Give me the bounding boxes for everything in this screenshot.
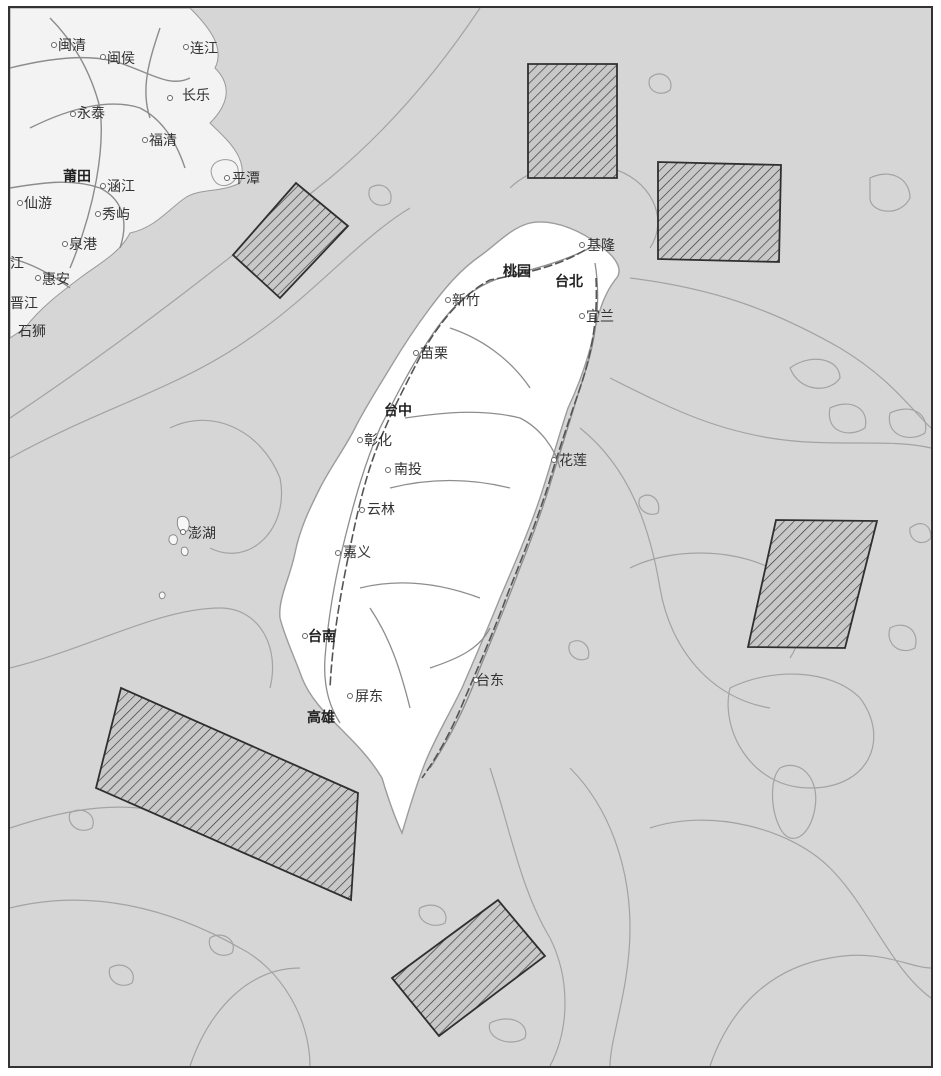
city-label-nantou: 南投 xyxy=(394,462,422,478)
city-label-hanjiang: 涵江 xyxy=(107,179,135,195)
map-canvas[interactable]: 闽清 闽侯 连江 长乐 永泰 福清 平潭 莆田 涵江 仙游 秀屿 泉港 惠安 江… xyxy=(10,8,931,1066)
city-label-keelung: 基隆 xyxy=(587,237,615,254)
city-label-miaoli: 苗栗 xyxy=(420,346,448,362)
mainland-labels: 闽清 闽侯 连江 长乐 永泰 福清 平潭 莆田 涵江 仙游 秀屿 泉港 惠安 江… xyxy=(10,38,260,340)
mainland-coast xyxy=(10,8,243,339)
mainland-roads xyxy=(10,17,191,289)
contour-line xyxy=(629,277,931,429)
city-label-changle: 长乐 xyxy=(182,88,210,104)
contour-line xyxy=(569,767,631,1066)
contour-line xyxy=(368,184,392,206)
contour-line xyxy=(208,934,234,956)
contour-line xyxy=(727,673,875,789)
zone-northwest xyxy=(231,181,350,300)
contour-line xyxy=(10,607,274,689)
city-label-yongtai: 永泰 xyxy=(77,106,105,122)
city-label-changhua: 彰化 xyxy=(364,432,392,449)
zone-south xyxy=(390,898,547,1038)
city-label-penghu: 澎湖 xyxy=(188,526,216,542)
contour-lines xyxy=(10,8,931,1066)
city-label-tainan: 台南 xyxy=(308,628,336,645)
city-label-shishi: 石狮 xyxy=(18,324,46,340)
city-label-kaohsiung: 高雄 xyxy=(307,709,335,726)
city-label-lianjiang: 连江 xyxy=(190,41,218,57)
contour-line xyxy=(189,967,301,1066)
zone-east xyxy=(746,519,879,649)
city-label-fuqing: 福清 xyxy=(149,133,177,149)
contour-line xyxy=(888,624,917,652)
city-label-quangang: 泉港 xyxy=(69,236,97,253)
contour-line xyxy=(828,403,867,434)
city-label-pingtan: 平潭 xyxy=(232,170,260,187)
city-label-yunlin: 云林 xyxy=(367,502,395,518)
contour-line xyxy=(489,767,566,1066)
contour-line xyxy=(169,419,283,554)
contour-line xyxy=(609,377,931,449)
taiwan-island xyxy=(279,221,620,835)
contour-line xyxy=(568,640,590,661)
contour-line xyxy=(869,173,911,212)
contour-line xyxy=(789,358,841,389)
city-label-taipei: 台北 xyxy=(555,273,583,290)
contour-line xyxy=(648,73,672,94)
taiwan-railway xyxy=(329,249,598,779)
city-label-taitung: 台东 xyxy=(476,673,504,689)
contour-line xyxy=(709,954,931,1066)
contour-line xyxy=(649,819,931,999)
city-label-yilan: 宜兰 xyxy=(586,309,614,325)
zone-north xyxy=(527,63,618,179)
city-label-xianyou: 仙游 xyxy=(24,196,52,212)
contour-line xyxy=(579,427,771,709)
city-label-jiang: 江 xyxy=(10,256,24,272)
contour-line xyxy=(909,523,931,543)
hatched-zones xyxy=(94,63,879,1038)
city-label-taoyuan: 桃园 xyxy=(503,263,531,280)
city-markers xyxy=(17,42,585,699)
city-label-hsinchu: 新竹 xyxy=(452,293,480,309)
map-frame[interactable]: 闽清 闽侯 连江 长乐 永泰 福清 平潭 莆田 涵江 仙游 秀屿 泉港 惠安 江… xyxy=(8,6,933,1068)
zone-northeast xyxy=(657,161,782,263)
contour-line xyxy=(10,207,411,459)
zone-southwest xyxy=(94,686,359,902)
city-label-chiayi: 嘉义 xyxy=(343,545,371,561)
contour-line xyxy=(108,964,134,986)
pingtan-island xyxy=(210,159,239,187)
contour-line xyxy=(488,1018,527,1043)
contour-line xyxy=(638,494,660,515)
contour-line xyxy=(888,408,927,438)
city-label-hualien: 花莲 xyxy=(559,453,587,469)
city-label-taichung: 台中 xyxy=(384,402,412,419)
penghu-islands xyxy=(158,515,190,600)
contour-line xyxy=(771,764,817,839)
taiwan-labels: 基隆 桃园 台北 新竹 宜兰 苗栗 台中 彰化 南投 花莲 云林 嘉义 台南 台… xyxy=(188,237,615,726)
city-label-pingtung: 屏东 xyxy=(355,689,383,705)
city-label-minqing: 闽清 xyxy=(58,38,86,54)
city-label-putian: 莆田 xyxy=(63,168,91,185)
city-label-huian: 惠安 xyxy=(42,272,70,288)
contour-line xyxy=(418,904,447,926)
city-label-minhou: 闽侯 xyxy=(107,51,135,67)
city-label-xiuyu: 秀屿 xyxy=(102,207,130,223)
city-label-jinjiang: 晋江 xyxy=(10,296,38,312)
contour-line xyxy=(68,809,94,831)
